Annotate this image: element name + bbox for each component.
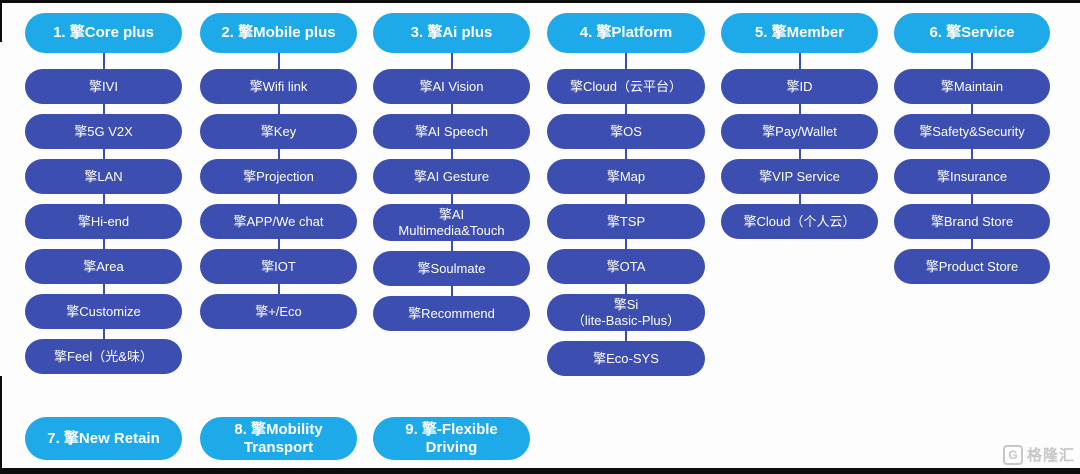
- node-id: 擎ID: [721, 69, 878, 104]
- connector-line: [277, 239, 280, 249]
- gelonghui-logo-icon: G: [1002, 444, 1023, 465]
- connector-line: [625, 239, 627, 249]
- bottom-border: [0, 468, 1080, 474]
- connector-line: [625, 53, 627, 69]
- node-area: 擎Area: [25, 249, 182, 284]
- node-ai-multimedia-touch: 擎AI Multimedia&Touch: [373, 204, 530, 242]
- connector-line: [971, 149, 973, 159]
- node-os: 擎OS: [547, 114, 705, 149]
- header-mobility-transport: 8. 擎Mobility Transport: [200, 417, 357, 460]
- connector-line: [102, 239, 105, 249]
- node-cloud-platform: 擎Cloud（云平台）: [547, 69, 705, 104]
- node-ota: 擎OTA: [547, 249, 705, 284]
- header-flexible-driving: 9. 擎-Flexible Driving: [373, 417, 530, 460]
- column-mobile-plus: 2. 擎Mobile plus 擎Wifi link 擎Key 擎Project…: [200, 13, 357, 329]
- header-core-plus: 1. 擎Core plus: [25, 13, 182, 53]
- connector-line: [450, 286, 453, 297]
- connector-line: [450, 149, 453, 159]
- connector-line: [277, 284, 280, 294]
- watermark-text: 格隆汇: [1026, 447, 1075, 464]
- connector-line: [971, 194, 973, 204]
- top-border: [0, 0, 1080, 3]
- node-projection: 擎Projection: [200, 159, 357, 194]
- connector-line: [277, 194, 280, 204]
- connector-line: [277, 53, 280, 69]
- connector-line: [798, 104, 801, 114]
- node-customize: 擎Customize: [25, 294, 182, 329]
- connector-line: [625, 194, 627, 204]
- node-iot: 擎IOT: [200, 249, 357, 284]
- header-ai-plus: 3. 擎Ai plus: [373, 13, 530, 53]
- connector-line: [102, 53, 105, 69]
- connector-line: [798, 149, 801, 159]
- connector-line: [625, 284, 627, 294]
- connector-line: [798, 53, 801, 69]
- column-service: 6. 擎Service 擎Maintain 擎Safety&Security 擎…: [894, 13, 1050, 284]
- node-safety-security: 擎Safety&Security: [894, 114, 1050, 149]
- node-vip-service: 擎VIP Service: [721, 159, 878, 194]
- node-pay-wallet: 擎Pay/Wallet: [721, 114, 878, 149]
- node-feel: 擎Feel（光&味）: [25, 339, 182, 374]
- connector-line: [102, 149, 105, 159]
- header-new-retain: 7. 擎New Retain: [25, 417, 182, 460]
- connector-line: [102, 104, 105, 114]
- column-core-plus: 1. 擎Core plus 擎IVI 擎5G V2X 擎LAN 擎Hi-end …: [25, 13, 182, 374]
- column-member: 5. 擎Member 擎ID 擎Pay/Wallet 擎VIP Service …: [721, 13, 878, 239]
- column-platform: 4. 擎Platform 擎Cloud（云平台） 擎OS 擎Map 擎TSP 擎…: [547, 13, 705, 377]
- node-ai-gesture: 擎AI Gesture: [373, 159, 530, 194]
- connector-line: [450, 104, 453, 114]
- connector-line: [625, 149, 627, 159]
- connector-line: [625, 104, 627, 114]
- node-map: 擎Map: [547, 159, 705, 194]
- column-ai-plus: 3. 擎Ai plus 擎AI Vision 擎AI Speech 擎AI Ge…: [373, 13, 530, 332]
- node-recommend: 擎Recommend: [373, 296, 530, 332]
- node-key: 擎Key: [200, 114, 357, 149]
- connector-line: [450, 241, 453, 252]
- connector-line: [971, 239, 973, 249]
- header-service: 6. 擎Service: [894, 13, 1050, 53]
- connector-line: [450, 53, 453, 69]
- connector-line: [971, 104, 973, 114]
- node-5g-v2x: 擎5G V2X: [25, 114, 182, 149]
- header-member: 5. 擎Member: [721, 13, 878, 53]
- node-soulmate: 擎Soulmate: [373, 251, 530, 287]
- connector-line: [625, 331, 627, 342]
- header-platform: 4. 擎Platform: [547, 13, 705, 53]
- node-app-wechat: 擎APP/We chat: [200, 204, 357, 239]
- node-si: 擎Si （lite-Basic-Plus）: [547, 294, 705, 332]
- connector-line: [277, 104, 280, 114]
- node-hi-end: 擎Hi-end: [25, 204, 182, 239]
- connector-line: [971, 53, 973, 69]
- node-lan: 擎LAN: [25, 159, 182, 194]
- connector-line: [277, 149, 280, 159]
- node-maintain: 擎Maintain: [894, 69, 1050, 104]
- connector-line: [102, 194, 105, 204]
- connector-line: [798, 194, 801, 204]
- node-eco-sys: 擎Eco-SYS: [547, 341, 705, 377]
- header-mobile-plus: 2. 擎Mobile plus: [200, 13, 357, 53]
- node-wifi-link: 擎Wifi link: [200, 69, 357, 104]
- connector-line: [450, 194, 453, 204]
- node-ivi: 擎IVI: [25, 69, 182, 104]
- node-brand-store: 擎Brand Store: [894, 204, 1050, 239]
- node-ai-vision: 擎AI Vision: [373, 69, 530, 104]
- left-border-bottom: [0, 376, 2, 468]
- node-ai-speech: 擎AI Speech: [373, 114, 530, 149]
- node-insurance: 擎Insurance: [894, 159, 1050, 194]
- node-product-store: 擎Product Store: [894, 249, 1050, 284]
- node-tsp: 擎TSP: [547, 204, 705, 239]
- node-plus-eco: 擎+/Eco: [200, 294, 357, 329]
- left-border-top: [0, 0, 2, 42]
- connector-line: [102, 329, 105, 339]
- connector-line: [102, 284, 105, 294]
- node-cloud-personal: 擎Cloud（个人云）: [721, 204, 878, 239]
- gelonghui-watermark: G 格隆汇: [1002, 444, 1075, 465]
